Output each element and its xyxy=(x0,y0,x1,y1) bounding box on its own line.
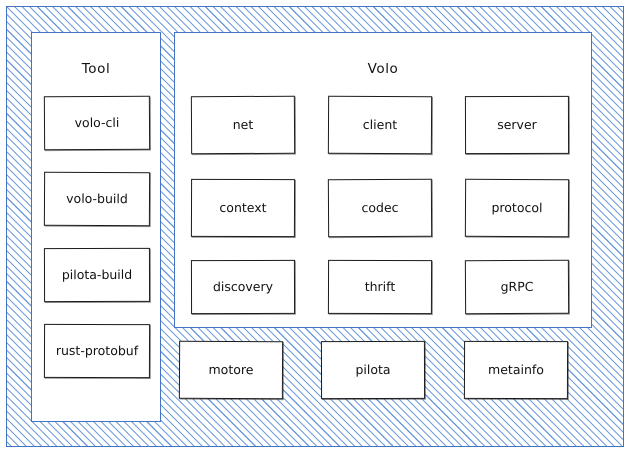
volo-box-net-label: net xyxy=(232,116,254,133)
volo-box-server-label: server xyxy=(497,116,537,133)
volo-box-server[interactable]: server xyxy=(464,95,570,155)
volo-box-codec-label: codec xyxy=(361,199,399,216)
tool-panel-title: Tool xyxy=(81,61,111,77)
tool-box-rust-protobuf[interactable]: rust-protobuf xyxy=(43,323,151,379)
foundation-box-motore-label: motore xyxy=(208,361,254,378)
tool-box-volo-build-label: volo-build xyxy=(66,190,128,207)
foundation-box-metainfo[interactable]: metainfo xyxy=(463,340,569,400)
tool-box-volo-cli-label: volo-cli xyxy=(74,114,120,131)
foundation-box-pilota[interactable]: pilota xyxy=(320,340,426,400)
volo-box-context[interactable]: context xyxy=(190,178,296,238)
volo-box-protocol[interactable]: protocol xyxy=(464,178,570,238)
volo-box-client[interactable]: client xyxy=(327,95,433,155)
outer-hatched-container: Tool volo-cli volo-build pilota-build ru… xyxy=(6,6,624,447)
volo-box-protocol-label: protocol xyxy=(491,199,543,216)
volo-box-grpc[interactable]: gRPC xyxy=(464,259,570,315)
volo-box-context-label: context xyxy=(219,199,267,216)
tool-panel: Tool volo-cli volo-build pilota-build ru… xyxy=(31,32,161,422)
volo-panel: Volo net client server context codec pro… xyxy=(174,32,592,328)
volo-box-grpc-label: gRPC xyxy=(500,278,534,295)
volo-box-client-label: client xyxy=(362,116,398,133)
volo-box-discovery[interactable]: discovery xyxy=(190,259,296,315)
volo-box-net[interactable]: net xyxy=(190,95,296,155)
volo-box-codec[interactable]: codec xyxy=(327,178,433,238)
foundation-box-pilota-label: pilota xyxy=(355,361,391,378)
volo-box-thrift-label: thrift xyxy=(364,278,396,295)
volo-panel-title: Volo xyxy=(367,61,399,77)
tool-box-volo-cli[interactable]: volo-cli xyxy=(43,95,151,151)
tool-box-pilota-build-label: pilota-build xyxy=(61,266,133,283)
foundation-box-motore[interactable]: motore xyxy=(178,340,284,400)
volo-box-discovery-label: discovery xyxy=(212,278,274,295)
volo-box-thrift[interactable]: thrift xyxy=(327,259,433,315)
tool-box-pilota-build[interactable]: pilota-build xyxy=(43,247,151,303)
foundation-box-metainfo-label: metainfo xyxy=(488,361,544,378)
tool-box-volo-build[interactable]: volo-build xyxy=(43,171,151,227)
tool-box-rust-protobuf-label: rust-protobuf xyxy=(55,342,139,359)
